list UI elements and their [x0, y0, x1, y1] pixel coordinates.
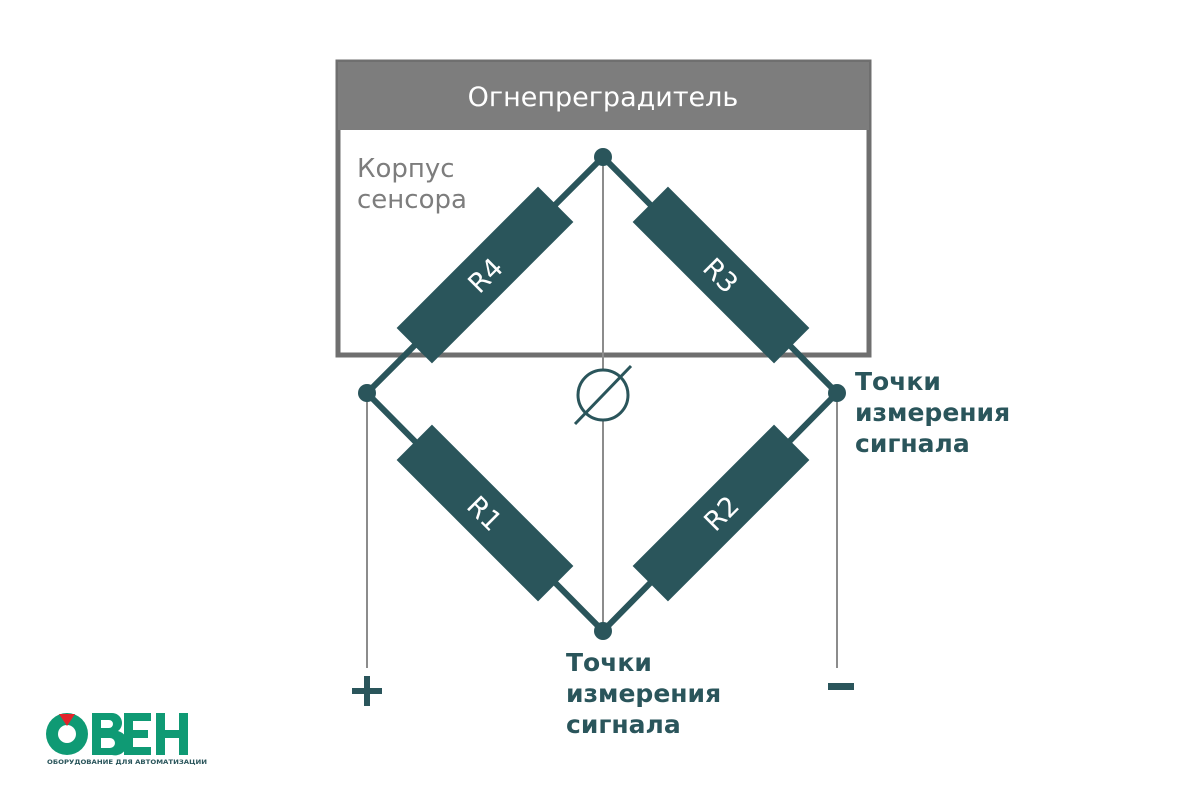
resistor-r1: R1 — [396, 424, 574, 602]
resistor-r3: R3 — [632, 186, 810, 364]
owen-logo: ОБОРУДОВАНИЕ ДЛЯ АВТОМАТИЗАЦИИ — [46, 713, 207, 766]
node-right — [828, 384, 846, 402]
housing-label: Корпус сенсора — [357, 154, 467, 215]
logo-letter-v — [92, 713, 128, 756]
minus-terminal-icon — [828, 683, 854, 690]
logo-tagline: ОБОРУДОВАНИЕ ДЛЯ АВТОМАТИЗАЦИИ — [47, 759, 207, 766]
housing-label-line-1: Корпус — [357, 154, 455, 184]
measure-label-bottom: Точки измерения сигнала — [566, 648, 730, 739]
measure-right-line-3: сигнала — [855, 429, 970, 458]
flame-arrester-label: Огнепреградитель — [468, 82, 739, 113]
node-top — [594, 148, 612, 166]
meter-slash — [573, 364, 633, 426]
resistor-r3-body — [632, 186, 810, 364]
measure-right-line-1: Точки — [855, 367, 941, 396]
measure-bottom-line-1: Точки — [566, 648, 652, 677]
resistor-r2: R2 — [632, 424, 810, 602]
logo-letter-n — [156, 713, 188, 755]
measure-right-line-2: измерения — [855, 398, 1010, 427]
logo-letter-e — [124, 713, 151, 755]
resistor-r1-body — [396, 424, 574, 602]
node-bottom — [594, 622, 612, 640]
meter-icon — [573, 364, 633, 426]
resistor-r4: R4 — [396, 186, 574, 364]
bridge-nodes — [358, 148, 846, 640]
resistor-r2-body — [632, 424, 810, 602]
node-left — [358, 384, 376, 402]
flame-arrester-header — [338, 62, 869, 130]
measure-label-right: Точки измерения сигнала — [855, 367, 1019, 458]
plus-terminal-icon — [352, 676, 382, 706]
measure-bottom-line-3: сигнала — [566, 710, 681, 739]
resistor-r4-body — [396, 186, 574, 364]
housing-label-line-2: сенсора — [357, 185, 467, 215]
measure-bottom-line-2: измерения — [566, 679, 721, 708]
logo-red-triangle-icon — [59, 714, 75, 726]
